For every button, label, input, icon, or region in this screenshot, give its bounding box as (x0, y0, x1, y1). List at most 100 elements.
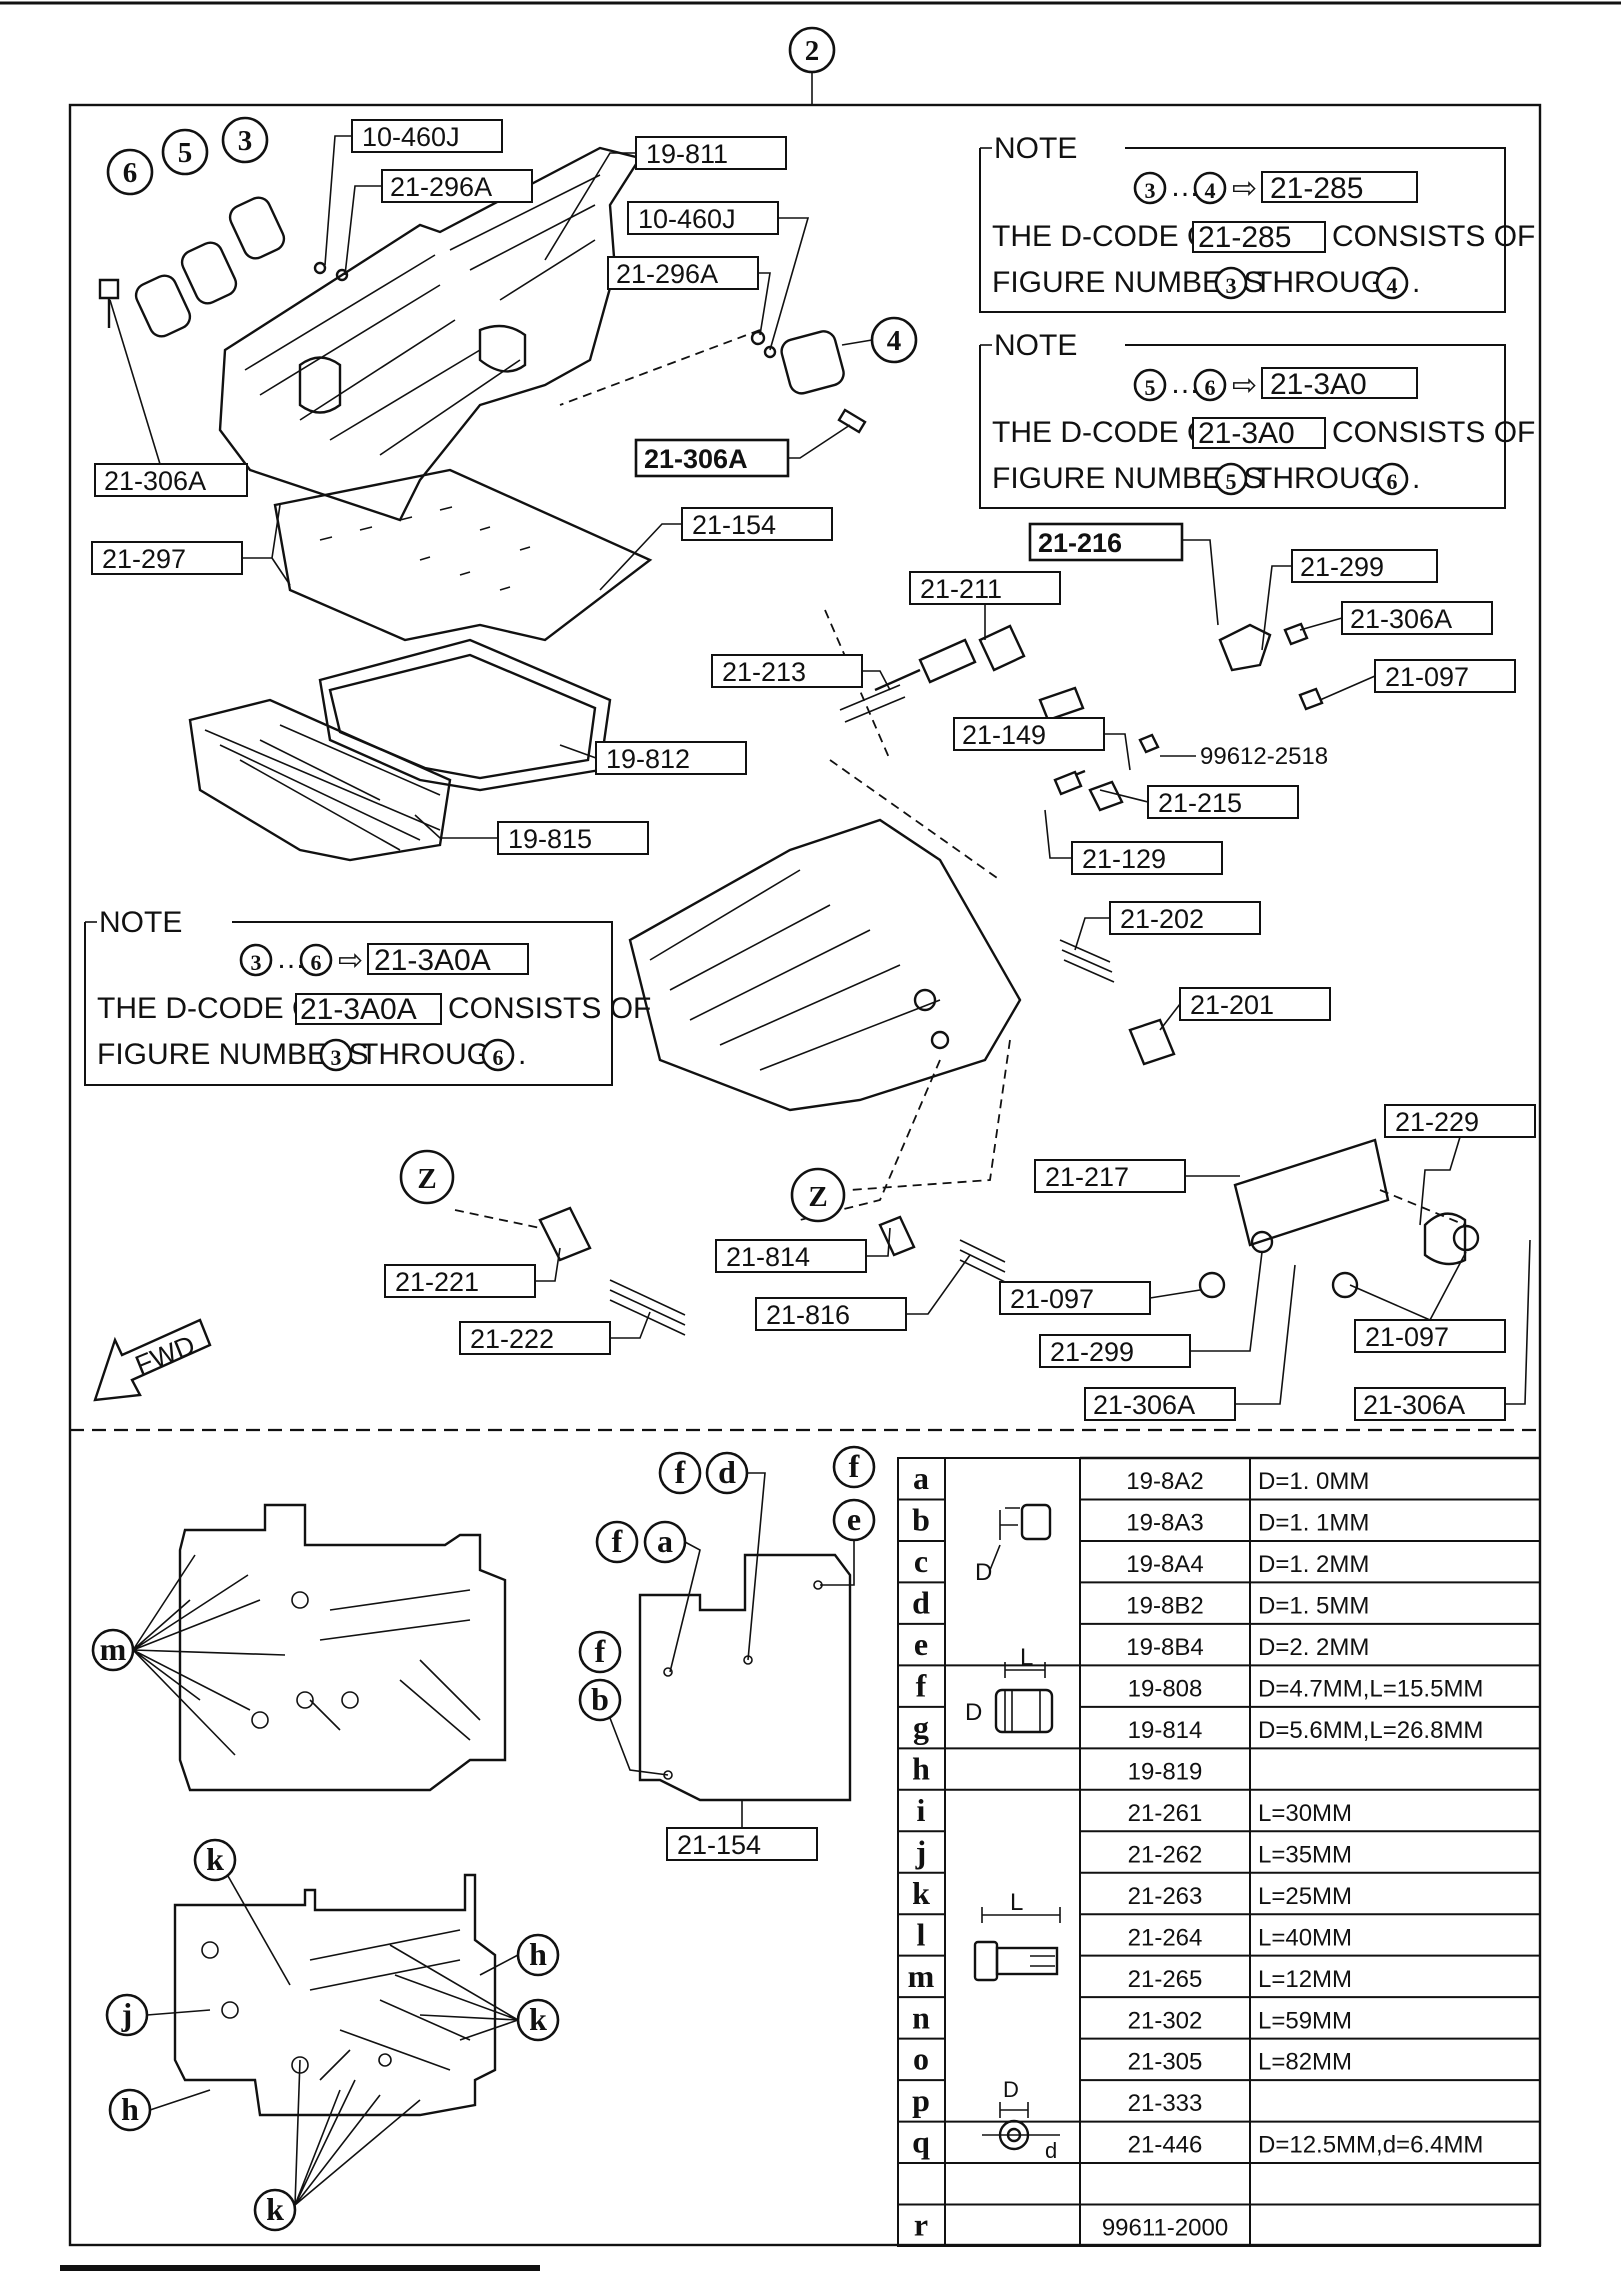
svg-text:21-215: 21-215 (1158, 788, 1242, 818)
svg-text:19-811: 19-811 (646, 139, 728, 169)
label-21-299-a: 21-299 (1261, 549, 1438, 651)
callout-a: a (643, 1520, 701, 1673)
orifice-plug-icon: D (975, 1503, 1052, 1586)
table-letter-cell: l (917, 1916, 926, 1952)
table-letter-cell: k (912, 1875, 930, 1911)
solenoids-3-5-6 (98, 196, 349, 338)
svg-text:b: b (591, 1681, 609, 1717)
callout-k-3: k (253, 2059, 421, 2232)
label-21-154: 21-154 (599, 507, 833, 591)
callout-6: 6 (106, 148, 154, 196)
table-letter-cell: f (916, 1667, 927, 1703)
svg-text:21-306A: 21-306A (1363, 1390, 1465, 1420)
callout-f-4: f (578, 1630, 622, 1674)
svg-text:21-285: 21-285 (1270, 172, 1363, 205)
label-21-306A-a: 21-306A (634, 424, 851, 478)
sleeve-icon: L D (965, 1644, 1054, 1734)
table-spec-cell: L=40MM (1258, 1924, 1352, 1951)
table-spec-cell: L=30MM (1258, 1800, 1352, 1827)
svg-text:k: k (206, 1841, 224, 1877)
svg-text:⇨: ⇨ (1232, 369, 1257, 402)
svg-text:5: 5 (178, 137, 193, 169)
svg-text:3: 3 (251, 950, 262, 975)
svg-text:THE D-CODE OF: THE D-CODE OF (992, 220, 1229, 253)
callout-2: 2 (788, 26, 836, 105)
label-21-299-b: 21-299 (1039, 1251, 1263, 1368)
table-part-number-cell: 21-446 (1128, 2132, 1203, 2159)
callout-f-3: f (595, 1520, 639, 1564)
table-letter-cell: d (912, 1585, 930, 1621)
small-parts-upper (839, 622, 1324, 1066)
table-letter-cell: p (912, 2082, 930, 2118)
table-spec-cell: L=25MM (1258, 1883, 1352, 1910)
callout-b: b (578, 1678, 669, 1776)
callout-k-1: k (193, 1838, 291, 1986)
svg-text:3: 3 (1226, 273, 1237, 298)
svg-text:5: 5 (1145, 375, 1156, 400)
svg-text:21-306A: 21-306A (104, 466, 206, 496)
table-spec-cell: D=1. 5MM (1258, 1593, 1369, 1620)
svg-text:f: f (675, 1454, 686, 1490)
callout-d: d (705, 1451, 766, 1661)
svg-text:k: k (529, 2001, 547, 2037)
label-21-097-a: 21-097 (1319, 659, 1516, 701)
table-letter-cell: m (908, 1958, 935, 1994)
callout-e: e (820, 1498, 876, 1586)
table-letter-cell: r (914, 2207, 928, 2243)
svg-text:FWD: FWD (131, 1330, 199, 1381)
label-10-460J-a: 10-460J (324, 119, 503, 266)
svg-text:21-216: 21-216 (1038, 528, 1122, 558)
table-part-number-cell: 99611-2000 (1102, 2215, 1228, 2242)
label-99612-2518: 99612-2518 (1160, 743, 1328, 770)
callout-k-2: k (389, 1944, 560, 2042)
svg-text:4: 4 (1387, 273, 1398, 298)
svg-text:21-097: 21-097 (1365, 1322, 1449, 1352)
label-19-811: 19-811 (544, 136, 787, 261)
table-spec-cell: L=35MM (1258, 1841, 1352, 1868)
table-letter-cell: b (912, 1502, 930, 1538)
svg-text:Z: Z (417, 1163, 436, 1195)
table-spec-cell: D=1. 1MM (1258, 1510, 1369, 1537)
table-part-number-cell: 19-819 (1128, 1758, 1203, 1785)
svg-text:2: 2 (805, 35, 820, 67)
svg-text:10-460J: 10-460J (638, 204, 736, 234)
svg-text:.: . (1412, 462, 1420, 495)
label-21-229: 21-229 (1384, 1104, 1536, 1226)
svg-text:f: f (849, 1448, 860, 1484)
svg-text:h: h (121, 2091, 139, 2127)
table-spec-cell: D=12.5MM,d=6.4MM (1258, 2132, 1483, 2159)
svg-text:.: . (1412, 266, 1420, 299)
svg-text:m: m (100, 1631, 127, 1667)
svg-text:21-217: 21-217 (1045, 1162, 1129, 1192)
label-21-216: 21-216 (1028, 522, 1219, 626)
svg-text:d: d (718, 1454, 736, 1490)
svg-text:21-149: 21-149 (962, 720, 1046, 750)
svg-text:.: . (518, 1038, 526, 1071)
lower-valve-body (628, 609, 1022, 1221)
callout-3: 3 (221, 116, 269, 164)
label-21-097-c: 21-097 (1349, 1251, 1506, 1353)
svg-text:Z: Z (808, 1181, 827, 1213)
svg-text:j: j (121, 1996, 133, 2032)
table-part-number-cell: 21-265 (1128, 1966, 1203, 1993)
table-letter-cell: c (914, 1543, 928, 1579)
svg-text:D: D (1003, 2077, 1019, 2102)
small-parts-lower (454, 1138, 1480, 1336)
callout-h-2: h (108, 2088, 211, 2132)
table-letter-cell: o (913, 2041, 929, 2077)
svg-text:f: f (595, 1633, 606, 1669)
table-spec-cell: L=59MM (1258, 2007, 1352, 2034)
callout-f-1: f (658, 1451, 702, 1495)
svg-text:21-129: 21-129 (1082, 844, 1166, 874)
svg-text:21-201: 21-201 (1190, 990, 1274, 1020)
table-part-number-cell: 21-333 (1128, 2090, 1203, 2117)
bottom-view-upper-body (178, 1503, 507, 1792)
check-ball-icon: D d (982, 2077, 1060, 2163)
table-part-number-cell: 19-808 (1128, 1675, 1203, 1702)
table-part-number-cell: 21-305 (1128, 2049, 1203, 2076)
label-21-816: 21-816 (755, 1254, 971, 1331)
svg-text:a: a (657, 1523, 673, 1559)
svg-text:21-306A: 21-306A (1093, 1390, 1195, 1420)
